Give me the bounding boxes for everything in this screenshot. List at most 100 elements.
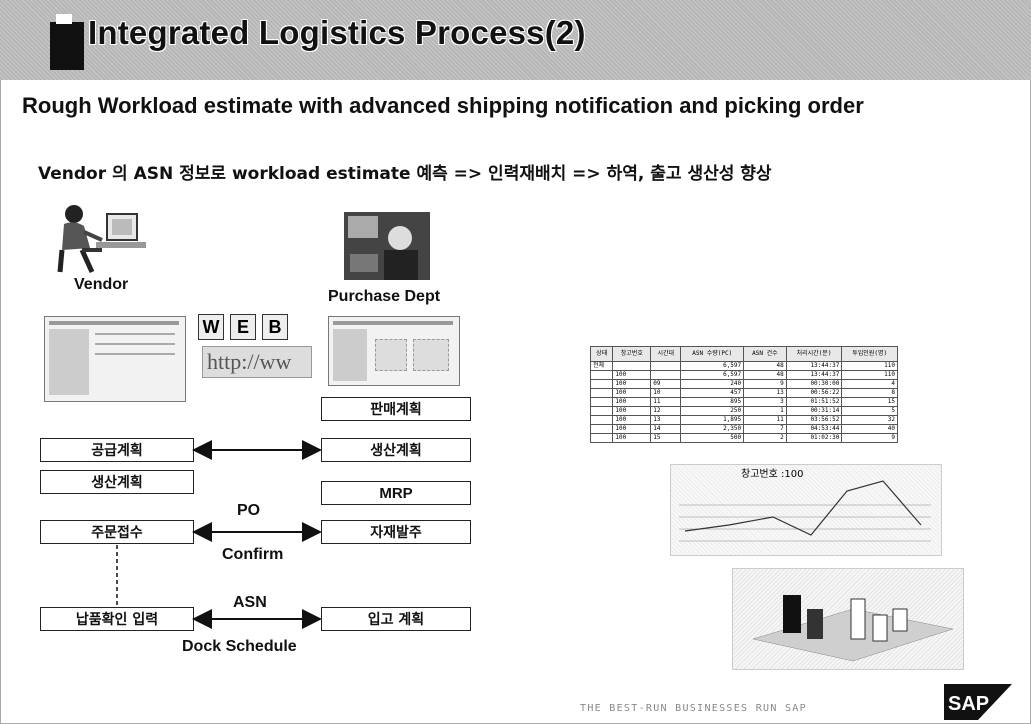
web-letter-b: B [262, 314, 288, 340]
table-cell [589, 370, 614, 380]
table-cell: 100 [612, 415, 652, 425]
footer-tagline: THE BEST-RUN BUSINESSES RUN SAP [580, 703, 807, 714]
purchase-dept-label: Purchase Dept [328, 288, 441, 305]
table-cell: 00:31:14 [785, 406, 843, 416]
table-cell: 895 [680, 397, 745, 407]
table-cell: 40 [841, 424, 898, 434]
table-cell [650, 370, 682, 380]
right-box-production-plan: 생산계획 [321, 438, 471, 462]
vendor-person-icon [57, 205, 146, 274]
table-cell: 100 [612, 433, 652, 443]
flow-label-po: PO [237, 502, 261, 519]
table-cell: 00:56:22 [785, 388, 843, 398]
table-header-cell: ASN 수량(PC) [680, 346, 745, 362]
web-http-graphic: W E B http://ww [192, 310, 312, 386]
purchase-dept-photo-icon [344, 212, 430, 280]
slide-subtitle: Rough Workload estimate with advanced sh… [22, 93, 864, 118]
sap-logo-text: SAP [948, 693, 989, 715]
table-cell: 500 [680, 433, 745, 443]
left-box-delivery-confirm: 납품확인 입력 [40, 607, 194, 631]
chart-series-line [684, 480, 922, 536]
table-cell [650, 361, 682, 371]
right-box-sales-plan: 판매계획 [321, 397, 471, 421]
table-cell: 1,895 [680, 415, 745, 425]
right-box-receiving-plan: 입고 계획 [321, 607, 471, 631]
table-cell: 32 [841, 415, 898, 425]
flow-label-dock-schedule: Dock Schedule [182, 638, 297, 655]
table-cell: 13:44:37 [785, 361, 843, 371]
bar-chart-3d-plot [752, 595, 954, 662]
right-box-mrp: MRP [321, 481, 471, 505]
table-cell [589, 397, 614, 407]
table-cell: 6,597 [680, 361, 745, 371]
table-cell: 14 [650, 424, 682, 434]
table-cell: 9 [841, 433, 898, 443]
table-cell: 12 [650, 406, 682, 416]
table-header-cell: 처리시간(분) [785, 346, 843, 362]
slide-title: Integrated Logistics Process(2) [88, 14, 586, 51]
table-cell: 04:53:44 [785, 424, 843, 434]
table-cell: 9 [743, 379, 787, 389]
table-cell: 100 [612, 406, 652, 416]
table-cell: 2 [743, 433, 787, 443]
table-cell: 01:02:30 [785, 433, 843, 443]
flow-label-asn: ASN [233, 594, 267, 611]
table-cell: 3 [743, 397, 787, 407]
table-cell: 1 [743, 406, 787, 416]
table-cell: 13 [650, 415, 682, 425]
table-cell: 457 [680, 388, 745, 398]
table-cell: 8 [841, 388, 898, 398]
footer-copyright-faded [48, 704, 51, 713]
table-cell: 00:30:00 [785, 379, 843, 389]
table-cell: 2,350 [680, 424, 745, 434]
table-header-cell: 투입인원(명) [841, 346, 898, 362]
table-cell: 100 [612, 424, 652, 434]
table-cell: 48 [743, 370, 787, 380]
left-box-order-receipt: 주문접수 [40, 520, 194, 544]
table-header-cell: 상태 [589, 346, 614, 362]
left-box-production-plan: 생산계획 [40, 470, 194, 494]
table-cell: 110 [841, 370, 898, 380]
line-chart-plot [679, 480, 931, 542]
vendor-label: Vendor [74, 276, 129, 293]
table-header-cell: 창고번호 [612, 346, 652, 362]
chart-bar [807, 609, 823, 639]
line-chart: 창고번호 :100 [670, 464, 942, 556]
flow-label-confirm: Confirm [222, 546, 284, 563]
web-letter-e: E [230, 314, 256, 340]
purchase-screen-thumbnail [328, 316, 460, 386]
table-cell: 10 [650, 388, 682, 398]
table-cell [589, 424, 614, 434]
chart-bar [850, 598, 866, 640]
table-cell: 7 [743, 424, 787, 434]
header-accent-notch [56, 14, 72, 24]
summary-line: Vendor 의 ASN 정보로 workload estimate 예측 =>… [38, 164, 772, 184]
table-cell: 250 [680, 406, 745, 416]
table-cell: 240 [680, 379, 745, 389]
table-cell [589, 406, 614, 416]
table-cell: 48 [743, 361, 787, 371]
chart-bar [783, 595, 801, 633]
header-accent-block [50, 22, 84, 70]
table-cell: 110 [841, 361, 898, 371]
chart-bar [892, 608, 908, 632]
table-cell: 100 [612, 370, 652, 380]
table-cell [589, 388, 614, 398]
table-cell: 11 [743, 415, 787, 425]
bar-chart-3d [732, 568, 964, 670]
table-cell: 100 [612, 397, 652, 407]
web-letter-w: W [198, 314, 224, 340]
table-cell: 09 [650, 379, 682, 389]
table-cell: 100 [612, 388, 652, 398]
table-header-cell: ASN 건수 [743, 346, 787, 362]
table-header-cell: 시간대 [650, 346, 682, 362]
